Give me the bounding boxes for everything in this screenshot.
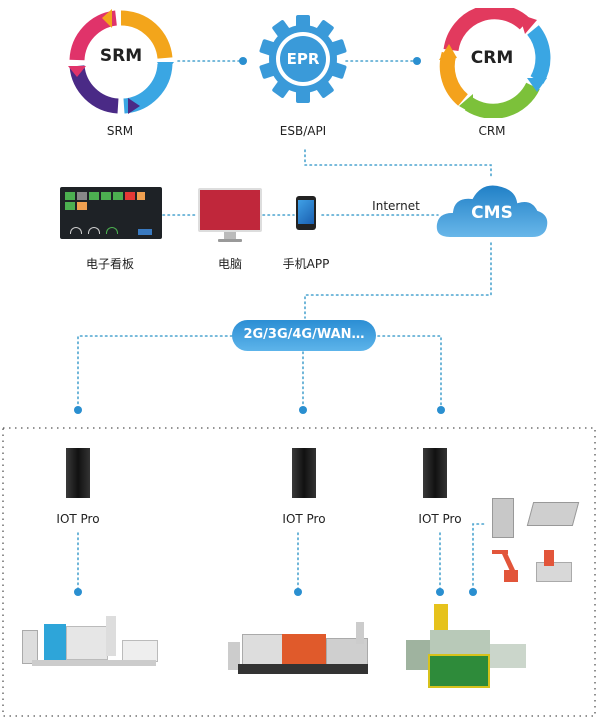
mobile-phone-icon [296,196,316,230]
node-dot [469,588,477,596]
die-casting-machine-1 [22,612,158,668]
iot-server-icon [292,448,316,498]
srm-cycle-icon [68,9,174,114]
iot-server-icon [66,448,90,498]
mobile-app-label: 手机APP [282,257,330,271]
dashboard-screen-icon [60,187,162,239]
link-wan-right [377,335,442,409]
cms-cloud-icon [434,183,550,239]
node-dot [74,406,82,414]
network-label: 2G/3G/4G/WAN… [243,327,365,342]
iot-label-2: IOT Pro [282,512,326,526]
node-dot [299,406,307,414]
die-casting-machine-2 [228,622,378,678]
srm-center-text: SRM [99,46,143,66]
crm-label: CRM [478,124,506,138]
cms-label: CMS [471,203,513,223]
epr-center-text: EPR [286,50,320,68]
crm-center-text: CRM [470,48,514,68]
node-dot [413,57,421,65]
equipment-icon [492,498,514,538]
dashboard-label: 电子看板 [85,257,134,271]
robot-cell-icon [536,550,576,582]
computer-label: 电脑 [217,257,242,271]
monitor-base [218,239,242,242]
iot-label-3: IOT Pro [418,512,462,526]
esb-api-label: ESB/API [279,124,327,138]
internet-label: Internet [372,199,420,213]
link-wan-left [77,335,233,409]
iot-server-icon [423,448,447,498]
srm-label: SRM [106,124,134,138]
automated-cell-machine [404,604,528,696]
node-dot [437,406,445,414]
network-pill [232,320,376,351]
node-dot [294,588,302,596]
epr-gear-icon [259,15,347,103]
link-cms-wan [304,242,492,319]
crm-cycle-icon [439,8,551,118]
iot-label-1: IOT Pro [56,512,100,526]
node-dot [239,57,247,65]
computer-monitor-icon [198,188,262,232]
robot-arm-icon [490,548,522,582]
equipment-icon [526,502,580,526]
node-dot [436,588,444,596]
monitor-stand [224,232,236,239]
factory-boundary [2,427,596,717]
link-iot3-robots [472,523,487,591]
node-dot [74,588,82,596]
link-esb-cms [304,149,492,179]
